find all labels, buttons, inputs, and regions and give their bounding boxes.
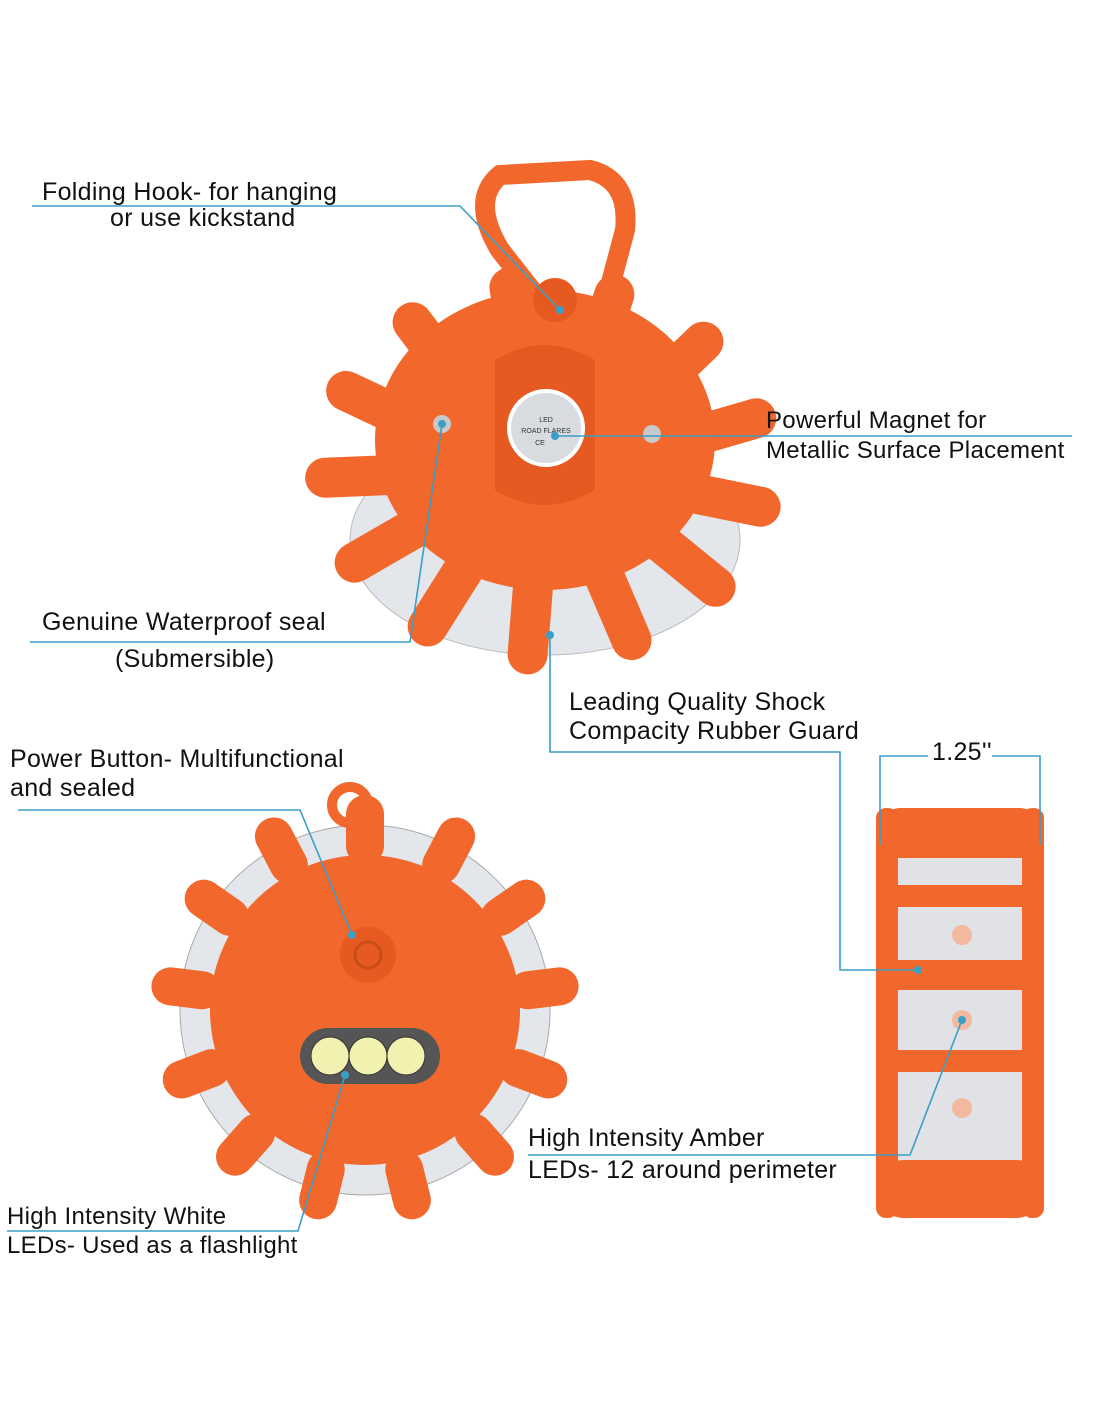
callout-power-button-line2: and sealed [10,774,136,802]
leader-power-button [18,809,353,936]
callout-waterproof-line2: (Submersible) [115,645,275,673]
rubber-lug [583,555,652,661]
leader-folding-hook [32,205,561,311]
callout-waterproof-line1: Genuine Waterproof seal [42,608,326,636]
callout-power-button-line1: Power Button- Multifunctional [10,745,344,773]
rubber-lug [162,1049,231,1099]
rubber-lug [499,1049,568,1099]
callout-amber-leds-line2: LEDs- 12 around perimeter [528,1156,838,1184]
rubber-lug [508,967,579,1010]
callout-magnet-line1: Powerful Magnet for [766,407,987,434]
leader-white-leds [7,1074,346,1232]
rubber-lug [507,564,554,675]
callout-rubber-guard-line2: Compacity Rubber Guard [569,717,860,745]
rubber-lug [184,879,250,936]
callout-white-leds-line1: High Intensity White [7,1203,227,1230]
dimension-thickness-label: 1.25'' [932,738,993,766]
rubber-lug [454,1113,514,1176]
callout-folding-hook-line1: Folding Hook- for hanging [42,178,338,206]
amber-led-icon [952,925,972,945]
dimension-bracket-right [992,755,1041,845]
leader-lines [7,205,1072,1232]
callout-white-leds-line2: LEDs- Used as a flashlight [7,1232,298,1259]
rubber-lug [480,879,546,936]
rubber-lug [216,1113,276,1176]
white-led-icon [310,1036,350,1076]
rubber-lugs-front [151,795,579,1220]
rubber-lug [346,795,384,865]
flare-front-view [151,782,579,1220]
screw-icon [643,425,661,443]
hook-hinge [533,278,577,322]
rubber-lug [151,967,222,1010]
flare-side-view [876,808,1044,1218]
rubber-lug [422,817,476,884]
power-button-icon [340,927,396,983]
rubber-lug [299,1150,345,1220]
folding-hook [475,159,636,330]
leader-dots [341,306,966,1079]
leader-amber-leds [528,1019,963,1156]
magnet-badge [507,389,585,467]
amber-led-icon [952,1098,972,1118]
callout-amber-leds-line1: High Intensity Amber [528,1124,765,1152]
badge-text-road-flares: ROAD FLARES [521,428,571,435]
hanging-loop [327,782,373,828]
callout-rubber-guard-line1: Leading Quality Shock [569,688,826,716]
rubber-lug [385,1150,431,1220]
flare-back-view: LED ROAD FLARES CE [305,159,781,675]
badge-text-ce: CE [535,440,545,447]
callout-magnet-line2: Metallic Surface Placement [766,437,1065,464]
badge-text-led: LED [539,417,553,424]
white-led-icon [348,1036,388,1076]
front-plate [210,855,520,1165]
dimension-bracket-left [879,755,928,845]
rubber-lug [254,817,308,884]
white-led-icon [386,1036,426,1076]
leader-waterproof [30,423,443,643]
callout-folding-hook-line2: or use kickstand [110,204,296,232]
leader-rubber-guard [549,635,918,971]
